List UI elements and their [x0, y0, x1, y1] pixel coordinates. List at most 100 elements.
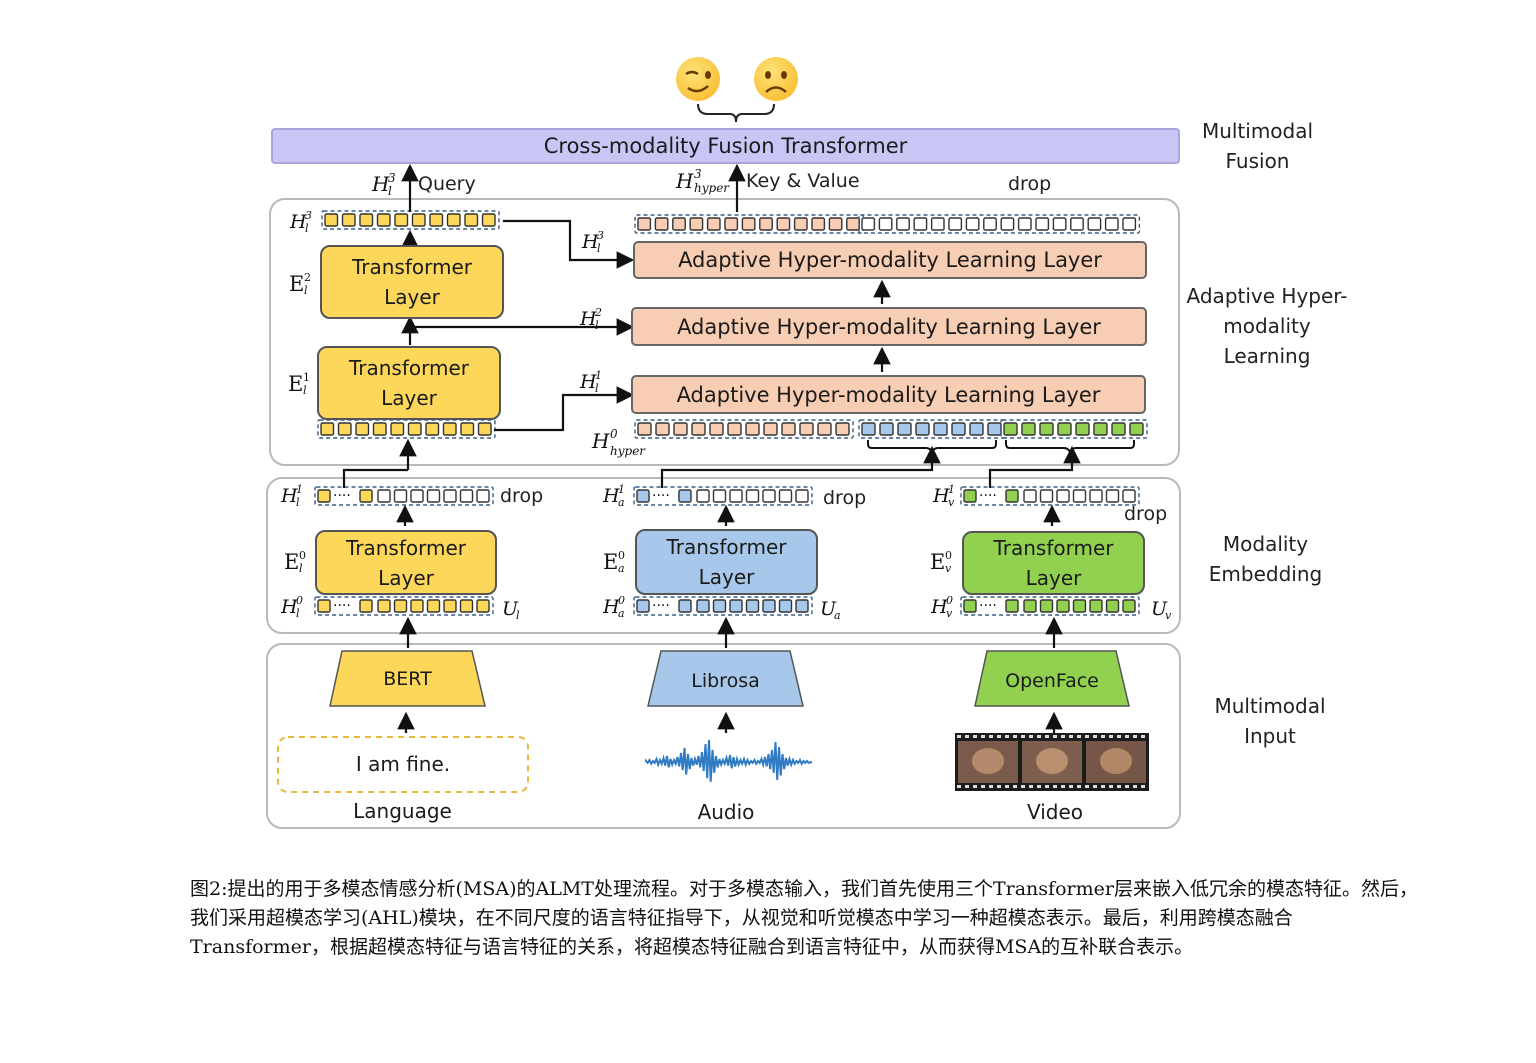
- ahl-layer-label: Adaptive Hyper-modality Learning Layer: [678, 248, 1102, 272]
- svg-text:E: E: [930, 550, 945, 574]
- token: [762, 599, 776, 613]
- svg-text:E: E: [289, 272, 304, 296]
- token: [359, 489, 373, 503]
- token: [673, 422, 688, 436]
- token: [951, 422, 966, 436]
- svg-text:0: 0: [610, 427, 618, 441]
- svg-text:hyper: hyper: [610, 444, 646, 458]
- svg-text:2: 2: [304, 271, 311, 284]
- svg-text:E: E: [603, 550, 618, 574]
- token: [759, 217, 773, 231]
- svg-text:v: v: [946, 607, 953, 620]
- token: [846, 217, 860, 231]
- token: [828, 217, 843, 231]
- token: [1072, 489, 1087, 503]
- token: [393, 599, 408, 613]
- token: [1005, 489, 1019, 503]
- token: [678, 599, 692, 613]
- token-strip-hyper-h0: [634, 419, 854, 439]
- svg-text:····: ····: [652, 598, 670, 614]
- svg-text:1: 1: [595, 369, 602, 382]
- token: [817, 422, 832, 436]
- token: [724, 217, 739, 231]
- svg-text:H: H: [591, 429, 610, 453]
- token: [811, 217, 826, 231]
- token: [795, 489, 809, 503]
- token: [426, 599, 441, 613]
- token: [745, 599, 760, 613]
- token: [1075, 422, 1090, 436]
- svg-text:3: 3: [597, 229, 604, 242]
- token: [1122, 599, 1136, 613]
- token: [359, 599, 373, 613]
- svg-text:H: H: [602, 485, 620, 507]
- svg-text:v: v: [1165, 609, 1172, 622]
- token: [443, 599, 457, 613]
- token-strip-audio-h1: [858, 419, 1006, 439]
- svg-text:a: a: [834, 609, 841, 622]
- svg-text:····: ····: [333, 598, 351, 614]
- librosa-extractor-shape: [647, 650, 804, 707]
- language-label: Language: [353, 799, 452, 823]
- token: [459, 599, 474, 613]
- language-sample-text: I am fine.: [355, 752, 451, 776]
- svg-text:0: 0: [296, 594, 303, 607]
- token: [1093, 422, 1108, 436]
- ahl-layer-3: Adaptive Hyper-modality Learning Layer: [633, 241, 1147, 279]
- token: [1039, 422, 1054, 436]
- token: [1039, 489, 1054, 503]
- svg-text:3: 3: [388, 171, 396, 185]
- token: [636, 489, 650, 503]
- token: [983, 217, 997, 231]
- token: [795, 599, 809, 613]
- video-transformer-layer: Transformer Layer: [962, 531, 1145, 595]
- token: [459, 489, 474, 503]
- token: [1039, 599, 1054, 613]
- token: [425, 422, 440, 436]
- svg-text:1: 1: [618, 483, 625, 496]
- token: [678, 489, 692, 503]
- token: [1057, 422, 1072, 436]
- token: [476, 599, 490, 613]
- token: [410, 489, 424, 503]
- svg-text:····: ····: [979, 488, 997, 504]
- token: [799, 422, 814, 436]
- key-value-label: Key & Value: [746, 170, 860, 192]
- svg-text:l: l: [303, 384, 307, 397]
- svg-text:E: E: [288, 372, 303, 396]
- token: [778, 489, 793, 503]
- token: [359, 213, 374, 227]
- token: [729, 489, 743, 503]
- svg-text:U: U: [1151, 598, 1168, 620]
- token: [689, 217, 704, 231]
- audio-drop-label: drop: [823, 487, 867, 509]
- sad-face-icon: [754, 57, 798, 101]
- token: [930, 217, 945, 231]
- token: [1023, 489, 1037, 503]
- token: [429, 213, 444, 227]
- svg-text:U: U: [502, 598, 519, 620]
- token: [317, 599, 331, 613]
- figure-caption: 图2:提出的用于多模态情感分析(MSA)的ALMT处理流程。对于多模态输入，我们…: [190, 878, 1418, 958]
- token: [1003, 422, 1018, 436]
- librosa-label: Librosa: [691, 670, 760, 692]
- svg-text:H: H: [371, 172, 390, 196]
- video-label: Video: [1026, 800, 1084, 824]
- svg-text:l: l: [595, 319, 599, 332]
- token: [1070, 217, 1084, 231]
- section-label-embedding: Modality Embedding: [1208, 532, 1323, 586]
- ahl-layer-1: Adaptive Hyper-modality Learning Layer: [631, 375, 1146, 414]
- token: [1089, 599, 1103, 613]
- svg-text:····: ····: [333, 488, 351, 504]
- svg-text:H: H: [579, 308, 597, 330]
- token: [377, 599, 391, 613]
- token: [341, 213, 356, 227]
- token: [410, 599, 424, 613]
- token: [897, 422, 912, 436]
- token: [878, 217, 893, 231]
- token: [636, 599, 650, 613]
- token-strip-emb-audio-h0: [633, 596, 813, 616]
- svg-text:H: H: [280, 596, 298, 618]
- svg-text:2: 2: [594, 306, 602, 319]
- token: [745, 422, 760, 436]
